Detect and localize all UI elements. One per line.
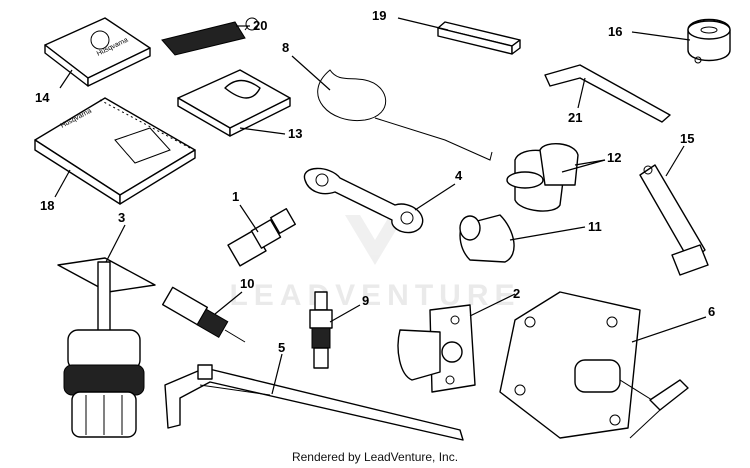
callout-21: 21 xyxy=(568,110,582,125)
part-3-puller xyxy=(57,257,156,438)
part-18-manual: Husqvarna xyxy=(34,97,196,205)
callout-10: 10 xyxy=(240,276,254,291)
part-11-bushing xyxy=(459,214,515,263)
callout-4: 4 xyxy=(455,168,463,183)
callout-1: 1 xyxy=(232,189,239,204)
part-16-socket xyxy=(687,18,731,64)
part-2-flange xyxy=(397,304,476,393)
part-9-valve xyxy=(309,291,333,369)
part-20-keyfob xyxy=(161,17,259,56)
part-12-sleeves xyxy=(506,143,579,212)
callout-9: 9 xyxy=(362,293,369,308)
callout-11: 11 xyxy=(588,219,602,234)
callout-2: 2 xyxy=(513,286,520,301)
callout-6: 6 xyxy=(708,304,715,319)
part-21-hex-key xyxy=(544,64,671,123)
callout-20: 20 xyxy=(253,18,267,33)
part-10-adapter xyxy=(161,286,246,343)
part-1-adapter xyxy=(227,208,296,267)
callout-numbers: 20 19 16 8 14 21 13 12 15 18 1 4 11 3 10… xyxy=(35,8,715,355)
callout-12: 12 xyxy=(607,150,621,165)
part-6-plate-puller xyxy=(499,291,689,439)
watermark-logo-icon xyxy=(345,215,405,265)
callout-13: 13 xyxy=(288,126,302,141)
callout-8: 8 xyxy=(282,40,289,55)
callout-16: 16 xyxy=(608,24,622,39)
leader-lines xyxy=(54,17,707,395)
part-14-manual: Husqvarna xyxy=(44,17,151,87)
part-4-wrench xyxy=(303,167,424,234)
callout-14: 14 xyxy=(35,90,50,105)
part-15-box-wrench xyxy=(639,164,709,276)
callout-15: 15 xyxy=(680,131,694,146)
part-8-wire-hook xyxy=(317,69,493,161)
watermark-text: LEADVENTURE xyxy=(229,279,520,312)
part-13-manual xyxy=(177,69,291,137)
part-19-hex-bar xyxy=(437,21,521,55)
callout-5: 5 xyxy=(278,340,285,355)
callout-18: 18 xyxy=(40,198,54,213)
callout-19: 19 xyxy=(372,8,386,23)
part-5-lever xyxy=(164,364,464,441)
callout-3: 3 xyxy=(118,210,125,225)
footer-credit: Rendered by LeadVenture, Inc. xyxy=(291,450,459,464)
